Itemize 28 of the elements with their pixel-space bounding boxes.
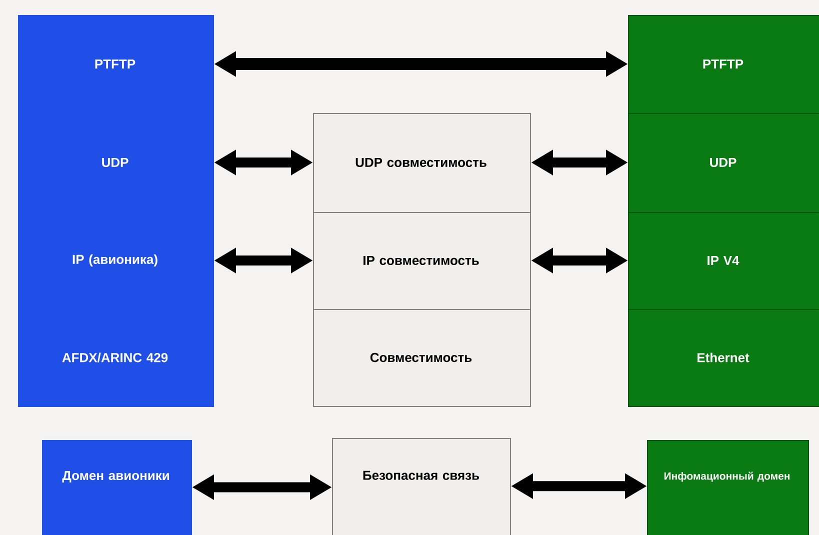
node-label: Домен авионики [62,471,169,483]
node-label: Безопасная связь [363,470,479,480]
node-label: PTFTP [95,60,136,68]
compatibility-box [313,212,531,310]
stack-layer-box [18,309,214,407]
stack-layer-box [647,440,809,535]
node-label: PTFTP [703,60,744,68]
stack-layer-box [18,15,214,114]
node-label: AFDX/ARINC 429 [62,352,168,362]
node-label: IP V4 [708,256,740,265]
compatibility-box [313,309,531,407]
stack-layer-box [18,212,214,310]
stack-layer-box [42,440,192,535]
node-label: UDP совместимость [356,158,486,168]
stack-layer-box [628,309,819,407]
node-label: IP совместимость [364,256,479,266]
stack-layer-box [18,113,214,213]
node-label: UDP [710,158,736,168]
node-label: Ethernet [698,352,750,362]
stack-layer-box [628,212,819,310]
node-label: UDP [102,158,128,168]
node-label: Инфомационный домен [664,472,790,482]
compatibility-box [313,113,531,213]
stack-layer-box [628,113,819,213]
stack-layer-box [628,15,819,114]
node-label: IP (авионика) [72,254,158,267]
node-label: Совместимость [370,352,472,362]
compatibility-box [332,438,511,535]
